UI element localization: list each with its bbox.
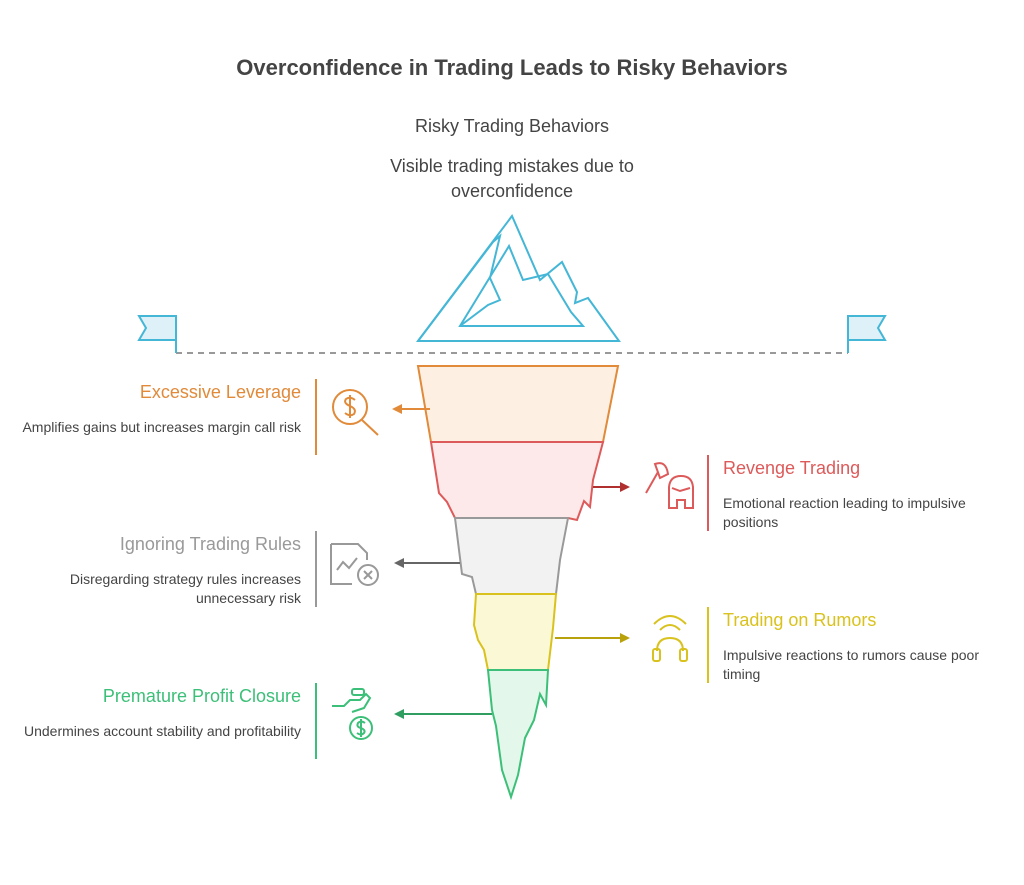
- document-chart-x-icon: [330, 543, 379, 586]
- premature-profit-title: Premature Profit Closure: [102, 686, 301, 706]
- tip-description: Visible trading mistakes due to overconf…: [390, 156, 634, 201]
- connector-excessive-leverage: [392, 404, 430, 414]
- diagram-title: Overconfidence in Trading Leads to Risky…: [236, 55, 788, 80]
- connector-trading-on-rumors: [555, 633, 630, 643]
- mountain-tip-icon: [415, 214, 621, 342]
- trading-on-rumors-title: Trading on Rumors: [723, 610, 877, 630]
- revenge-trading-title: Revenge Trading: [723, 458, 861, 478]
- ignoring-rules-title: Ignoring Trading Rules: [119, 534, 301, 554]
- excessive-leverage-description: Amplifies gains but increases margin cal…: [22, 419, 301, 435]
- layer-premature-profit: [486, 669, 550, 801]
- headphones-signal-icon: [652, 615, 688, 662]
- trading-on-rumors-description: Impulsive reactions to rumors cause poor…: [723, 647, 979, 682]
- connector-premature-profit: [394, 709, 492, 719]
- ignoring-rules-description: Disregarding strategy rules increases un…: [69, 571, 301, 606]
- layer-ignoring-rules: [453, 517, 570, 595]
- magnifier-dollar-icon: [332, 389, 379, 436]
- layer-trading-on-rumors: [472, 593, 558, 671]
- premature-profit-description: Undermines account stability and profita…: [23, 723, 301, 739]
- warrior-axe-icon: [645, 462, 694, 509]
- connector-ignoring-rules: [394, 558, 460, 568]
- layer-excessive-leverage: [416, 365, 620, 443]
- tip-title: Risky Trading Behaviors: [414, 116, 610, 136]
- layer-revenge-trading: [429, 441, 605, 522]
- hand-money-icon: [332, 688, 373, 740]
- revenge-trading-description: Emotional reaction leading to impulsive …: [723, 495, 966, 530]
- excessive-leverage-title: Excessive Leverage: [139, 382, 301, 402]
- right-flag-icon: [847, 315, 887, 353]
- left-flag-icon: [137, 315, 177, 353]
- connector-revenge-trading: [593, 482, 630, 492]
